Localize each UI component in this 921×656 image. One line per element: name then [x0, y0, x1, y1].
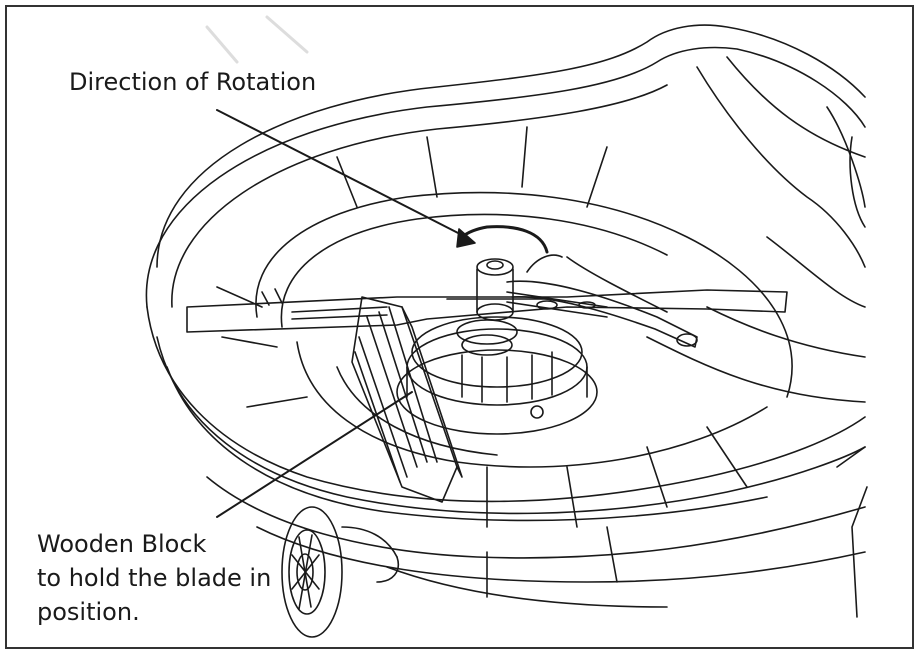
watermark [205, 15, 309, 64]
diagram-frame: Direction of Rotation Wooden Block to ho… [5, 5, 914, 649]
spindle-housing [396, 316, 598, 435]
block-leader-line [216, 391, 413, 518]
wooden-block-label-line3: position. [37, 598, 140, 626]
wooden-block-label: Wooden Block to hold the blade in positi… [37, 527, 271, 629]
wooden-block [351, 296, 463, 503]
wooden-block-label-line1: Wooden Block [37, 530, 207, 558]
mower-deck-illustration [145, 15, 868, 638]
leader-lines [216, 109, 463, 518]
direction-of-rotation-label: Direction of Rotation [69, 68, 317, 96]
wrench [506, 254, 698, 348]
rotation-arrow-icon [456, 225, 549, 254]
rotation-leader-line [216, 109, 463, 236]
blade-hub [456, 258, 608, 356]
wheel [281, 506, 399, 638]
mower-blade [186, 288, 788, 333]
deck-housing [145, 24, 868, 618]
wooden-block-label-line2: to hold the blade in [37, 564, 272, 592]
